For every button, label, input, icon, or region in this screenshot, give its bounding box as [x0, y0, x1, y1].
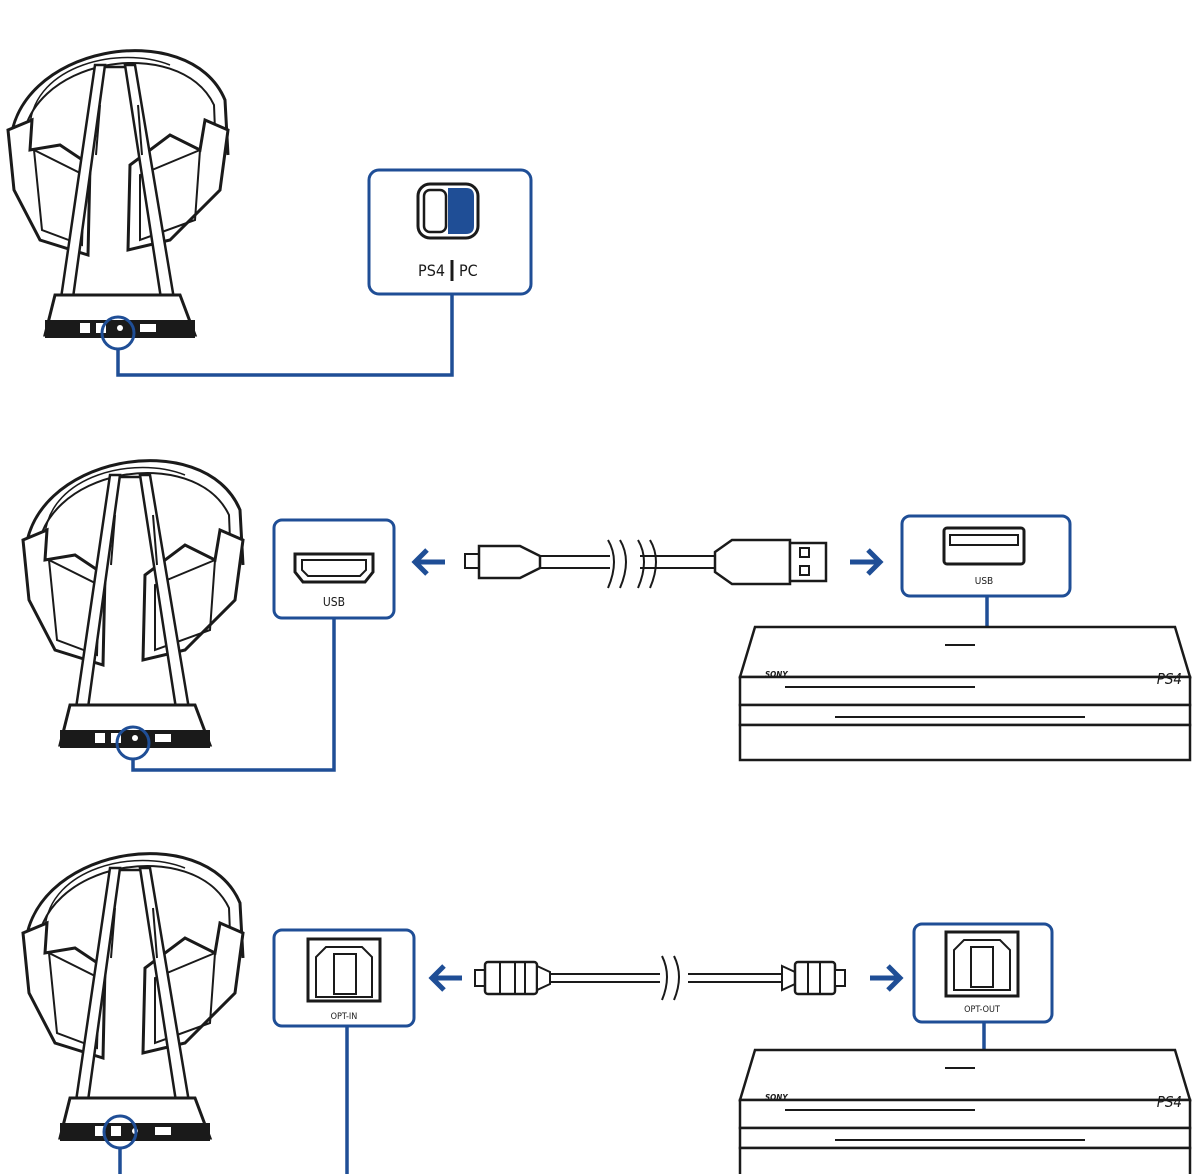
stand-optical-callout: OPT-IN [272, 928, 416, 1028]
arrow-left-icon [411, 548, 445, 576]
headset-stand-2 [21, 459, 245, 750]
optical-in-port-icon [306, 937, 382, 1003]
row-mode-switch: PS4 PC [6, 49, 533, 377]
stand-optical-label: OPT-IN [331, 1012, 358, 1022]
switch-callout: PS4 PC [367, 168, 533, 296]
optical-plug-left-tip [474, 969, 486, 987]
optical-arrow-right-icon [870, 964, 904, 992]
optical-cable-break-icon [661, 955, 680, 1001]
micro-usb-plug-tip [464, 553, 480, 569]
micro-usb-port-icon [293, 552, 375, 584]
usb-a-port-icon [942, 526, 1026, 566]
console-optical-label: OPT-OUT [964, 1005, 1000, 1015]
cable-break-icon [607, 539, 627, 589]
optical-plug-right [793, 960, 837, 996]
micro-usb-plug [477, 544, 542, 580]
console-brand-2: SONY [765, 1093, 788, 1102]
console-usb-label: USB [975, 576, 993, 587]
optical-cable [428, 955, 904, 1001]
optical-plug-left [483, 960, 539, 996]
optical-arrow-left-icon [428, 964, 462, 992]
switch-icon [416, 182, 480, 240]
switch-label-ps4: PS4 [418, 261, 445, 280]
headset-stand-3 [21, 852, 245, 1143]
ps4-console-1: SONY PS4 [738, 625, 1192, 762]
usb-cable [411, 538, 884, 589]
console-usb-callout: USB [900, 514, 1072, 598]
optical-out-port-icon [944, 930, 1020, 998]
arrow-right-icon [850, 548, 884, 576]
console-model-2: PS4 [1157, 1093, 1182, 1111]
row-optical-connection: OPT-IN OPT-OUT [21, 852, 1192, 1174]
row-usb-connection: USB USB SONY [21, 459, 1192, 772]
console-brand-1: SONY [765, 670, 788, 679]
connector-line-3 [118, 1026, 349, 1174]
stand-usb-label: USB [323, 595, 345, 609]
console-model-1: PS4 [1157, 670, 1182, 688]
headset-stand-1 [6, 49, 230, 340]
connector-line-1 [116, 295, 454, 377]
switch-label-pc: PC [459, 261, 478, 280]
connector-line-2 [131, 619, 336, 772]
usb-a-plug [713, 538, 792, 586]
ps4-console-2: SONY PS4 [738, 1048, 1192, 1174]
console-optical-callout: OPT-OUT [912, 922, 1054, 1024]
stand-usb-callout: USB [272, 518, 396, 620]
